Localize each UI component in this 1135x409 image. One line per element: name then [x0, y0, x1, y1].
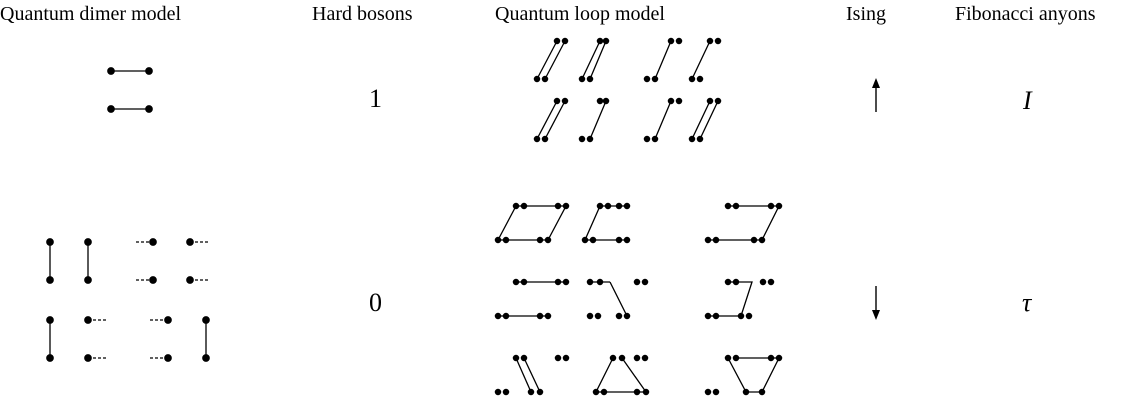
- fibonacci-value-1: I: [1023, 86, 1032, 115]
- dimer-config-row1: [107, 67, 153, 113]
- ising-down-arrow-icon: [872, 286, 880, 320]
- header-hard-bosons: Hard bosons: [312, 3, 413, 25]
- loop-configs-row1: [533, 37, 722, 143]
- loop-configs-row2: [494, 202, 783, 396]
- header-ising: Ising: [846, 3, 886, 25]
- header-quantum-loop-model: Quantum loop model: [495, 3, 665, 25]
- fibonacci-value-2: τ: [1022, 288, 1032, 317]
- ising-up-arrow-icon: [872, 78, 880, 112]
- hard-bosons-value-1: 1: [369, 84, 382, 113]
- hard-bosons-value-2: 0: [369, 288, 382, 317]
- header-fibonacci-anyons: Fibonacci anyons: [955, 3, 1096, 25]
- header-quantum-dimer-model: Quantum dimer model: [0, 3, 182, 25]
- dimer-configs-row2: [46, 238, 210, 362]
